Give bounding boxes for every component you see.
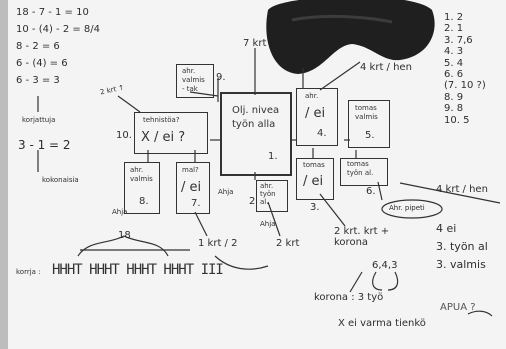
list-item: 4 ei — [436, 222, 457, 235]
list-item: 3. valmis — [436, 258, 486, 271]
note-label-circled: Ahr. pipeti — [389, 204, 425, 212]
box-big-text: / ei — [305, 106, 326, 121]
box-big-text: X / ei ? — [141, 130, 186, 145]
box-number: 1. — [268, 151, 278, 162]
box-number: 9. — [216, 72, 226, 83]
list-item: 9. 8 — [444, 103, 464, 115]
box-text: ahr. — [305, 92, 319, 100]
box-big-text: / ei — [303, 174, 324, 189]
right-number-list: 1. 2 2. 1 3. 7,6 4. 3 5. 4 6. 6 (7. 10 ?… — [444, 12, 486, 126]
box-text: al. — [260, 198, 269, 206]
diagram-box-main: Olj. nivea työn alla 1. — [220, 92, 292, 176]
equation-list: 18 - 7 - 1 = 10 10 - (4) - 2 = 8/4 8 - 2… — [16, 4, 100, 89]
equation-line: 18 - 7 - 1 = 10 — [16, 7, 89, 18]
equation-note: kokonaisia — [42, 176, 79, 184]
diagram-box: ahr. valmis 8. — [124, 162, 160, 214]
list-item: 10. 5 — [444, 114, 470, 126]
note-label: 4 krt / hen — [436, 184, 488, 195]
note-label: Ahja — [112, 208, 128, 216]
list-item: 1. 2 — [444, 12, 464, 23]
box-text: tomas — [303, 161, 325, 169]
note-label: korona : 3 työ — [314, 292, 384, 303]
box-number: 2 — [249, 196, 256, 207]
top-right-label: 4 krt / hen — [360, 62, 412, 73]
list-item: 4. 3 — [444, 46, 464, 58]
box-text: työn — [260, 190, 276, 198]
diagram-box: tomas työn al. — [340, 158, 388, 186]
note-label: 1 krt / 2 — [198, 238, 238, 249]
list-item: 5. 4 — [444, 57, 464, 69]
box-text: - tak — [182, 85, 198, 93]
box-text: ahr. — [130, 166, 144, 174]
tally-marks: HHHT HHHT HHHT HHHT III — [52, 262, 224, 278]
note-label: APUA ? — [440, 302, 476, 313]
diagram-box: tomas / ei — [296, 158, 334, 200]
list-item: 2. 1 — [444, 23, 464, 35]
box-text: työn alla — [232, 119, 276, 130]
box-number: 10. — [116, 130, 132, 141]
top-label: 7 krt — [243, 38, 267, 49]
equation-line: 6 - 3 = 3 — [16, 75, 60, 86]
box-number: 8. — [139, 196, 149, 207]
equation-line: 6 - (4) = 6 — [16, 58, 68, 69]
equation-line: 10 - (4) - 2 = 8/4 — [16, 24, 101, 35]
box-number: 3. — [310, 202, 320, 213]
box-text: valmis — [182, 76, 205, 84]
note-label: Ahja — [260, 220, 276, 228]
brace-count: 18 — [118, 230, 131, 241]
diagram-box: ahr. valmis - tak — [176, 64, 214, 98]
box-text: tomas — [355, 104, 377, 112]
list-item: 3. 7,6 — [444, 34, 473, 46]
box-text: Olj. nivea — [232, 105, 280, 116]
tally-label: korrja : — [16, 268, 41, 276]
box-text: valmis — [355, 113, 378, 121]
note-label: 6,4,3 — [372, 260, 398, 271]
diagram-box: mal? / ei 7. — [176, 162, 210, 214]
note-label: X ei varma tienkö — [338, 318, 426, 329]
box-number: 4. — [317, 128, 327, 139]
box-big-text: / ei — [181, 180, 202, 195]
list-item: 6. 6 — [444, 69, 464, 81]
box-text: ahr. — [260, 182, 274, 190]
box-number: 5. — [365, 130, 375, 141]
list-item: 3. työn al — [436, 240, 488, 253]
diagram-box: tehnistöa? X / ei ? — [134, 112, 208, 154]
note-label: Ahja — [218, 188, 234, 196]
right-summary-list: 4 ei 3. työn al 3. valmis — [436, 220, 488, 274]
box-text: valmis — [130, 175, 153, 183]
box-text: työn al. — [347, 169, 374, 177]
diagram-box: tomas valmis 5. — [348, 100, 390, 148]
diagram-box: ahr. / ei 4. — [296, 88, 338, 146]
list-item: 8. 9 — [444, 91, 464, 103]
diagram-box: ahr. työn al. — [256, 180, 288, 212]
box-text: ahr. — [182, 67, 196, 75]
box-number: 7. — [191, 198, 201, 209]
box-text: tehnistöa? — [143, 116, 180, 124]
equation-bottom: 3 - 1 = 2 — [18, 138, 71, 152]
equation-note: korjattuja — [22, 116, 56, 124]
box-text: tomas — [347, 160, 369, 168]
box-number: 6. — [366, 186, 376, 197]
box-text: mal? — [182, 166, 199, 174]
dark-object — [266, 0, 435, 74]
note-label: 2 krt. krt + korona — [334, 226, 390, 248]
equation-line: 8 - 2 = 6 — [16, 41, 60, 52]
list-item: (7. 10 ?) — [444, 80, 486, 92]
note-label: 2 krt — [276, 238, 300, 249]
